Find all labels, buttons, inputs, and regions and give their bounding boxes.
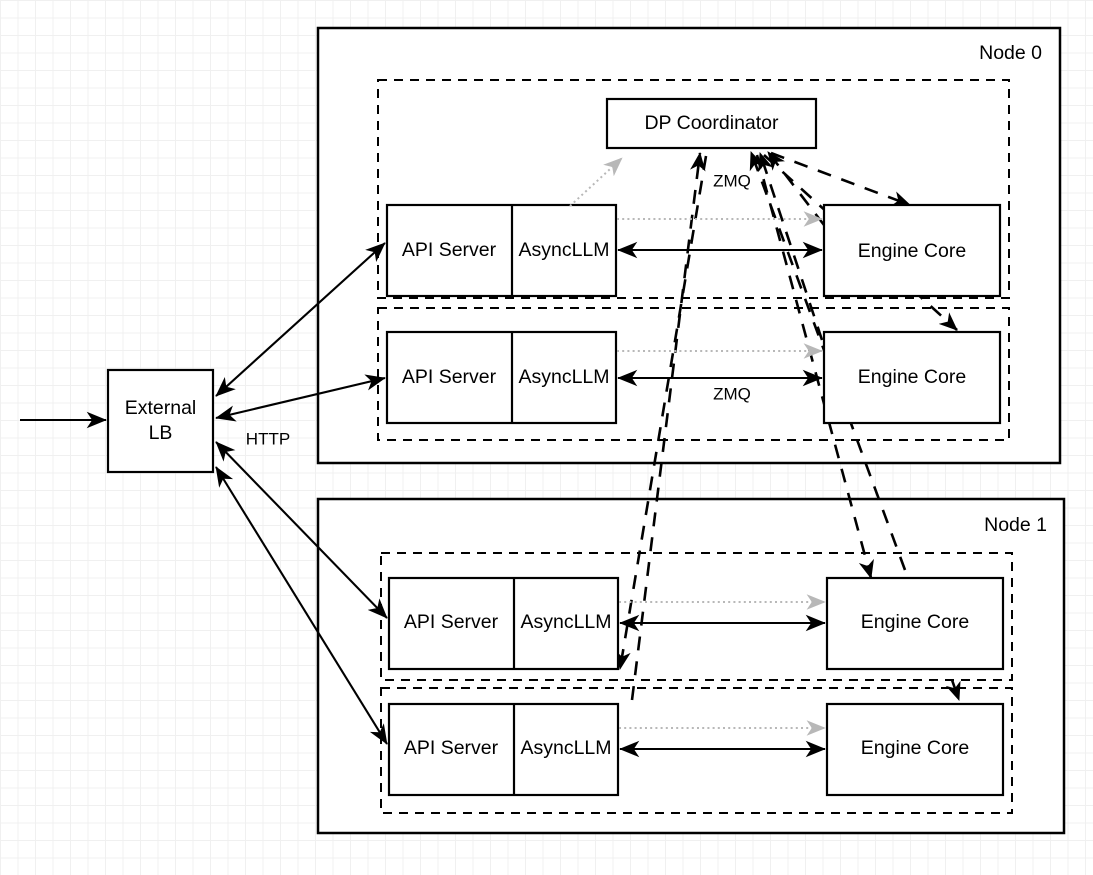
node-0-group-0-boundary	[377, 79, 1010, 299]
node-1-group-0-boundary	[380, 552, 1013, 681]
n0-g0-api-server-label: API Server	[402, 239, 497, 261]
n0-g1-api-server-label: API Server	[402, 366, 497, 388]
n0-g1-async-llm-label: AsyncLLM	[518, 366, 609, 388]
edge-lb-to-n0-api-0	[215, 242, 386, 397]
n1-g1-engine-core-box	[825, 702, 1005, 797]
n1-g1-server-box	[387, 702, 620, 797]
zmq-label-second: ZMQ	[713, 384, 751, 403]
dp-coordinator-label: DP Coordinator	[644, 112, 779, 134]
node-1-label: Node 1	[984, 514, 1047, 536]
edge-lb-to-n0-api-1	[215, 374, 386, 422]
external-lb-label-line2: LB	[149, 422, 173, 444]
n0-g0-async-llm-label: AsyncLLM	[518, 239, 609, 261]
n0-g1-server-box	[385, 330, 618, 425]
http-label: HTTP	[246, 429, 290, 448]
n1-g1-engine-core-label: Engine Core	[861, 737, 969, 759]
n1-g0-server-box	[387, 576, 620, 671]
n1-g0-engine-core-box	[825, 576, 1005, 671]
n0-g1-engine-core-box	[822, 330, 1002, 425]
edge-n0-engine-0-to-coordinator	[766, 151, 826, 226]
edge-lb-to-n1-api-1	[215, 466, 388, 745]
n1-g0-engine-core-label: Engine Core	[861, 611, 969, 633]
n1-g1-async-llm-label: AsyncLLM	[520, 737, 611, 759]
external-lb-label-line1: External	[125, 397, 197, 419]
n0-g0-engine-core-label: Engine Core	[858, 240, 966, 262]
node-1-group-1-boundary	[380, 687, 1013, 814]
n0-g0-server-box	[385, 203, 618, 298]
edge-n1-engine-0-to-n1-engine-1	[945, 679, 961, 701]
external-lb-box	[106, 368, 215, 474]
n0-g0-dotted-async-to-coordinator	[569, 157, 623, 207]
zmq-label-top: ZMQ	[713, 171, 751, 190]
node-0-label: Node 0	[979, 42, 1042, 64]
n1-g0-async-llm-label: AsyncLLM	[520, 611, 611, 633]
n1-g1-api-server-label: API Server	[404, 737, 499, 759]
edge-n0-engine-1-to-coordinator	[758, 152, 824, 341]
n0-g1-engine-core-label: Engine Core	[858, 366, 966, 388]
n0-g0-engine-core-box	[822, 203, 1002, 298]
edge-coordinator-to-n1-engine-1	[615, 155, 708, 671]
dp-coordinator-box	[605, 97, 818, 150]
n1-g0-api-server-label: API Server	[404, 611, 499, 633]
